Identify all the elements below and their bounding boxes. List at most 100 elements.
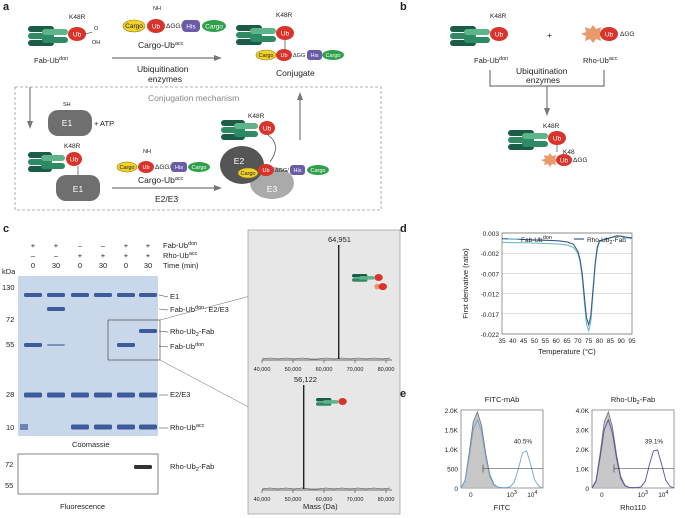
c-row-time: Time (min)	[163, 261, 199, 270]
b-k48r-1: K48R	[490, 13, 507, 20]
svg-text:His: His	[175, 165, 183, 171]
c-fluor-mw-55: 55	[5, 481, 13, 490]
lane-fab-3: –	[101, 241, 106, 250]
ms-tick-label: 50,000	[285, 497, 302, 503]
gel-band	[20, 424, 28, 430]
c-lane-table: +–0+–30–+0–+30++0++30	[31, 241, 152, 270]
lane-rho-3: +	[101, 251, 106, 260]
svg-text:Cargo: Cargo	[311, 168, 326, 174]
ms-tick-label: 80,000	[378, 497, 395, 503]
chart-e1-xtick: 0	[469, 492, 473, 499]
a-k48r-2: K48R	[276, 12, 293, 19]
c-gel-bands	[20, 293, 157, 430]
b-enzymes-text: enzymes	[526, 75, 560, 85]
cargo-ub-acc-middle: Cargo Ub ΔGG/ His Cargo	[116, 161, 210, 173]
chart-e2-xtick: 104	[658, 490, 668, 499]
a-cargo-ub-acc-label-2: Cargo-Ubacc	[138, 175, 184, 185]
d-ytick-label: -0.012	[481, 292, 500, 299]
chart-e2-ytick: 2.0K	[576, 447, 590, 454]
svg-text:Ub: Ub	[553, 136, 562, 143]
d-xtick-label: 60	[553, 338, 561, 345]
a-k48r-4: K48R	[248, 113, 265, 120]
chart-e2-xlabel: Rho110	[620, 503, 646, 512]
c-fluorescence-label: Fluorescence	[60, 502, 105, 511]
svg-text:Cargo: Cargo	[120, 165, 135, 171]
chart-e2-ytick: 1.0K	[576, 467, 590, 474]
chart-e1-xtick: 103	[507, 490, 517, 499]
lane-rho-4: +	[124, 251, 129, 260]
svg-text:10: 10	[6, 423, 14, 432]
svg-text:Ub: Ub	[262, 168, 269, 174]
c-ms-xlabel: Mass (Da)	[303, 502, 338, 511]
d-ytick-label: -0.022	[481, 332, 500, 339]
lane-fab-2: –	[78, 241, 83, 250]
panel-label-d: d	[400, 223, 407, 235]
a-ubiquitination-text: Ubiquitination	[137, 64, 189, 74]
chart-e1-hist-control	[460, 410, 503, 489]
ms-tick-label: 60,000	[316, 497, 333, 503]
d-xtick-label: 85	[607, 338, 615, 345]
d-xtick-label: 55	[542, 338, 550, 345]
panel-label-e: e	[400, 388, 406, 400]
e2-e3-complex: E3 E2 Ub Cargo Ub ΔGG/ His Cargo	[220, 120, 329, 199]
chart-e1-title: FITC-mAb	[485, 395, 520, 404]
a-k48r-3: K48R	[64, 143, 81, 150]
gel-band	[94, 424, 112, 430]
gel-band	[47, 392, 65, 398]
lane-fab-1: +	[54, 241, 59, 250]
svg-text:SH: SH	[63, 102, 71, 108]
c-kda-label: kDa	[2, 267, 16, 276]
chart-e2-ytick: 0	[585, 486, 589, 493]
svg-text:His: His	[186, 24, 196, 31]
svg-text:E1: E1	[73, 184, 84, 194]
gel-band	[117, 424, 135, 430]
d-xtick-label: 70	[574, 338, 582, 345]
c-ms-bottom-peak: 56,122	[294, 375, 317, 384]
svg-text:O: O	[94, 26, 99, 32]
d-series-line-1	[501, 235, 633, 327]
ms-tick-label: 40,000	[254, 497, 271, 503]
panel-label-a: a	[3, 1, 10, 13]
d-xtick-label: 80	[596, 338, 604, 345]
a-k48r-1: K48R	[69, 14, 86, 21]
gel-band	[71, 293, 89, 297]
chart-e1-xtick: 104	[527, 490, 537, 499]
d-xtick-label: 90	[618, 338, 626, 345]
svg-text:Cargo: Cargo	[241, 171, 256, 177]
lane-rho-0: –	[31, 251, 36, 260]
gel-band	[47, 293, 65, 297]
svg-text:Fab-Ubdon: E2/E3: Fab-Ubdon: E2/E3	[170, 305, 229, 314]
svg-text:E2/E3: E2/E3	[170, 390, 190, 399]
svg-text:Cargo: Cargo	[192, 165, 207, 171]
svg-text:Ub: Ub	[70, 157, 79, 164]
d-xtick-label: 35	[498, 338, 506, 345]
lane-time-2: 0	[78, 261, 82, 270]
svg-text:Ub: Ub	[281, 31, 290, 38]
d-xtick-label: 95	[628, 338, 636, 345]
b-k48: K48	[563, 149, 575, 156]
d-legend-label-1: Rho-Ub2-Fab	[587, 237, 626, 246]
d-series-line-0	[501, 235, 633, 333]
svg-text:Ub: Ub	[560, 158, 569, 165]
chart-e2-ytick: 4.0K	[576, 408, 590, 415]
b-k48r-2: K48R	[543, 123, 560, 130]
lane-time-3: 30	[99, 261, 107, 270]
conjugate-molecule: Ub Cargo Ub ΔGG His Cargo	[236, 25, 344, 61]
b-rho-ub-acc: Ub ΔGG	[581, 25, 634, 43]
chart-e2-hist-stained	[591, 418, 675, 489]
e1-enzyme-top: E1 SH	[48, 102, 92, 136]
gel-band	[139, 424, 157, 430]
c-fluor-band-label: Rho-Ub2-Fab	[170, 462, 214, 473]
a-mechanism-box	[14, 86, 382, 211]
d-ytick-label: -0.017	[481, 312, 500, 319]
lane-time-5: 30	[144, 261, 152, 270]
svg-text:NH: NH	[153, 6, 161, 12]
cargo-ub-acc-molecule: Cargo Ub ΔGG/ His Cargo	[122, 19, 226, 33]
gel-band	[71, 424, 89, 430]
c-mw-markers: 130 72 55 28 10	[2, 283, 15, 432]
